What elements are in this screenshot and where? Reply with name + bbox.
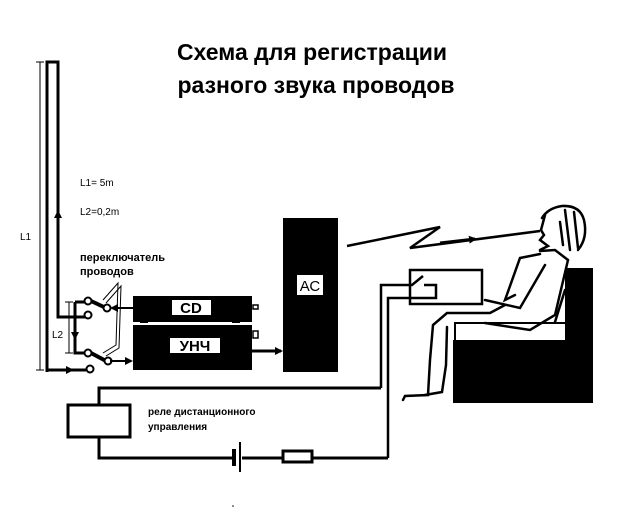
amplifier: УНЧ <box>133 325 259 370</box>
amp-label: УНЧ <box>180 338 211 355</box>
short-wire <box>65 300 86 355</box>
title-line-2: разного звука проводов <box>177 72 454 98</box>
sound-arrow-icon <box>439 235 477 245</box>
stray-dot <box>232 505 234 507</box>
listener-figure <box>401 204 587 402</box>
relay-circuit <box>66 386 388 472</box>
cd-player: CD <box>133 296 259 323</box>
remote-control <box>379 268 484 458</box>
sofa <box>453 268 593 403</box>
speaker-label: АС <box>300 278 321 295</box>
l2-label: L2 <box>52 330 64 341</box>
cd-label: CD <box>180 300 202 317</box>
l2-value-label: L2=0,2m <box>80 207 119 218</box>
title-line-1: Схема для регистрации <box>177 39 447 65</box>
l1-label: L1 <box>20 232 32 243</box>
wire-switch <box>83 281 122 374</box>
switch-label-line-1: переключатель <box>80 252 165 264</box>
switch-label-line-2: проводов <box>80 266 134 278</box>
l1-value-label: L1= 5m <box>80 178 114 189</box>
sound-wave-zigzag <box>346 225 541 250</box>
speaker: АС <box>283 218 338 372</box>
relay-label-line-2: управления <box>148 422 207 433</box>
relay-label-line-1: реле дистанционного <box>148 407 256 418</box>
long-wire-loop <box>36 60 86 374</box>
